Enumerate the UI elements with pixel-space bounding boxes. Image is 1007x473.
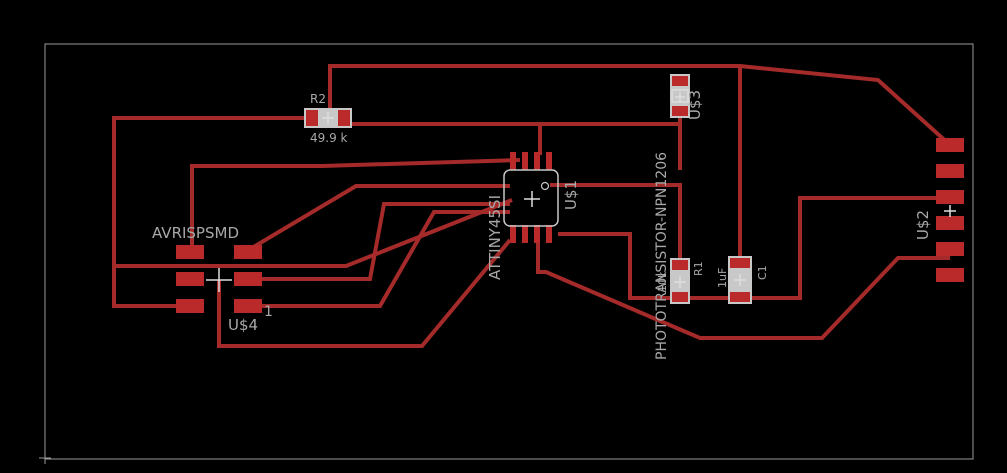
u1-attiny45[interactable]: ATTINY45SI U$1 <box>486 152 580 280</box>
trace-sck <box>245 210 510 308</box>
r1-name-label: R1 <box>692 261 705 276</box>
u2-name-label: U$2 <box>914 210 932 240</box>
u1-package-label: ATTINY45SI <box>486 195 504 280</box>
c1-capacitor[interactable]: C1 1uF <box>716 256 769 304</box>
trace-left-loop <box>112 116 305 308</box>
u4-pin1-label: 1 <box>264 304 273 320</box>
trace-header-vcc <box>190 158 521 252</box>
r1-resistor[interactable]: R1 10k <box>656 258 705 304</box>
trace-gnd-bottom <box>217 238 512 348</box>
c1-name-label: C1 <box>756 265 769 280</box>
u4-name-label: U$4 <box>228 316 258 334</box>
u2-header[interactable]: U$2 <box>914 138 964 282</box>
trace-mosi <box>243 184 510 254</box>
u4-isp-header[interactable]: AVRISPSMD U$4 1 <box>152 224 273 334</box>
trace-miso <box>245 202 510 281</box>
u1-name-label: U$1 <box>562 180 580 210</box>
copper-traces <box>112 64 952 348</box>
r2-resistor[interactable]: R2 49.9 k <box>304 92 352 145</box>
u3-package-label: PHOTOTRANSISTOR-NPN1206 <box>654 152 670 360</box>
trace-u1-right <box>550 183 682 270</box>
r1-value-label: 10k <box>656 271 669 292</box>
r2-name-label: R2 <box>310 92 326 106</box>
board-outline <box>39 43 974 464</box>
u3-phototransistor[interactable]: U$3 PHOTOTRANSISTOR-NPN1206 <box>654 74 704 360</box>
trace-left-rail <box>114 198 513 268</box>
u4-package-label: AVRISPSMD <box>152 224 239 242</box>
r2-value-label: 49.9 k <box>310 131 348 145</box>
trace-u1-gnd <box>536 242 950 340</box>
c1-value-label: 1uF <box>716 268 729 288</box>
u3-name-label: U$3 <box>686 90 704 120</box>
